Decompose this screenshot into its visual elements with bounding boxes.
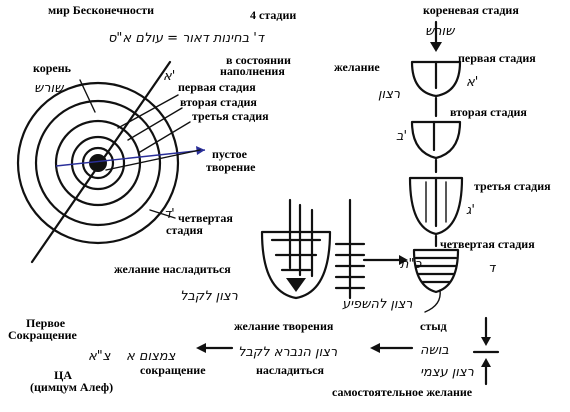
vessel-desire-enjoy [260,230,332,300]
hw-tsa: צ"א [88,349,111,364]
shame-arrowhead-down [481,337,491,346]
vessel-first [410,60,462,98]
label-first-restriction-2: Сокращение [8,328,78,342]
hw-ratzon: רצון [378,87,400,102]
label-fourth-1: четвертая [178,211,233,225]
label-restriction: сокращение [140,363,206,377]
pointer-root [79,79,96,113]
label-fourth-stage-right: четвертая стадия [440,237,535,251]
hw-busha: בושה [420,343,449,358]
label-of-filling: наполнения [220,64,285,78]
arrowhead-to-fourth [399,255,408,265]
label-third-stage-right: третья стадия [474,179,551,193]
label-root-stage-right: кореневая стадия [423,3,519,17]
label-first-restriction-1: Первое [26,316,66,330]
label-desire-to-enjoy: желание насладиться [114,262,231,276]
bottom-chain [196,316,500,386]
hw-root: שורש [34,81,65,96]
pointer-first [117,94,179,129]
label-four-stages: 4 стадии [250,8,296,22]
hw-ratzon-kabala: רצון הנברא לקבל [238,345,337,360]
label-second-stage: вторая стадия [180,95,257,109]
arrowhead-root [430,42,442,52]
shame-arrowhead-up [481,358,491,367]
label-first-stage-right: первая стадия [458,51,536,65]
hw-kt: כ"ת [400,257,422,272]
label-desire: желание [334,60,380,74]
hw-top-formula: ד' בחינות דאור = עולם א"ס [108,31,266,46]
hw-tsimtsum: צמצום א [126,349,176,364]
axis-line [30,60,172,264]
middle-vessel [260,198,408,300]
arrowhead-shame [370,343,380,353]
vessel-second [410,120,462,160]
pointer-third [139,121,191,153]
hw-dalet-left: ד' [164,207,175,222]
label-second-stage-right: вторая стадия [450,105,527,119]
circle-ring-4 [34,99,162,227]
label-root: корень [33,61,72,75]
hw-ratzon-lekabel: רצון לקבל [180,289,238,304]
vessels-column [408,20,464,313]
pointer-second [127,107,183,141]
vessel-fourth [412,248,460,294]
pointer-empty [105,149,201,171]
hw-ratzon-atzmi: רצון עצמי [420,365,474,380]
label-empty: пустое [212,147,248,161]
label-in-state: в состоянии [226,53,291,67]
ray-arrow [196,146,205,155]
circle-ring-2 [70,135,126,191]
hw-gimel: ג' [466,203,475,218]
label-first-stage: первая стадия [178,80,256,94]
circle-ring-5 [16,81,180,245]
hw-alef-left: א' [163,69,175,84]
label-fourth-2: стадия [166,223,203,237]
label-third-stage: третья стадия [192,109,269,123]
arrowhead-creation [196,343,206,353]
label-to-enjoy: насладиться [256,363,325,377]
pointer-fourth [149,209,176,219]
hw-dalet: ד [488,261,497,276]
label-independent-desire: самостоятельное желание [332,385,473,399]
label-tsa: ЦА [54,368,72,382]
vessel-third [408,176,464,236]
vessel-mid-point [286,278,306,292]
label-desire-of-creation: желание творения [234,319,334,333]
label-creation: творение [206,160,256,174]
hw-root-right: שורש [425,24,456,39]
label-shame: стыд [420,319,447,333]
hw-alef: א' [466,75,478,90]
label-tsimtsum-alef: (цимцум Алеф) [30,380,113,394]
vessel-fourth-tail [424,289,441,313]
label-world-infinity: мир Бесконечности [48,3,154,17]
hw-ratzon-lehashpia: רצון להשפיע [342,297,413,312]
concentric-circles [16,60,206,264]
horizontal-ray [55,149,206,167]
hw-bet: ב' [396,129,407,144]
